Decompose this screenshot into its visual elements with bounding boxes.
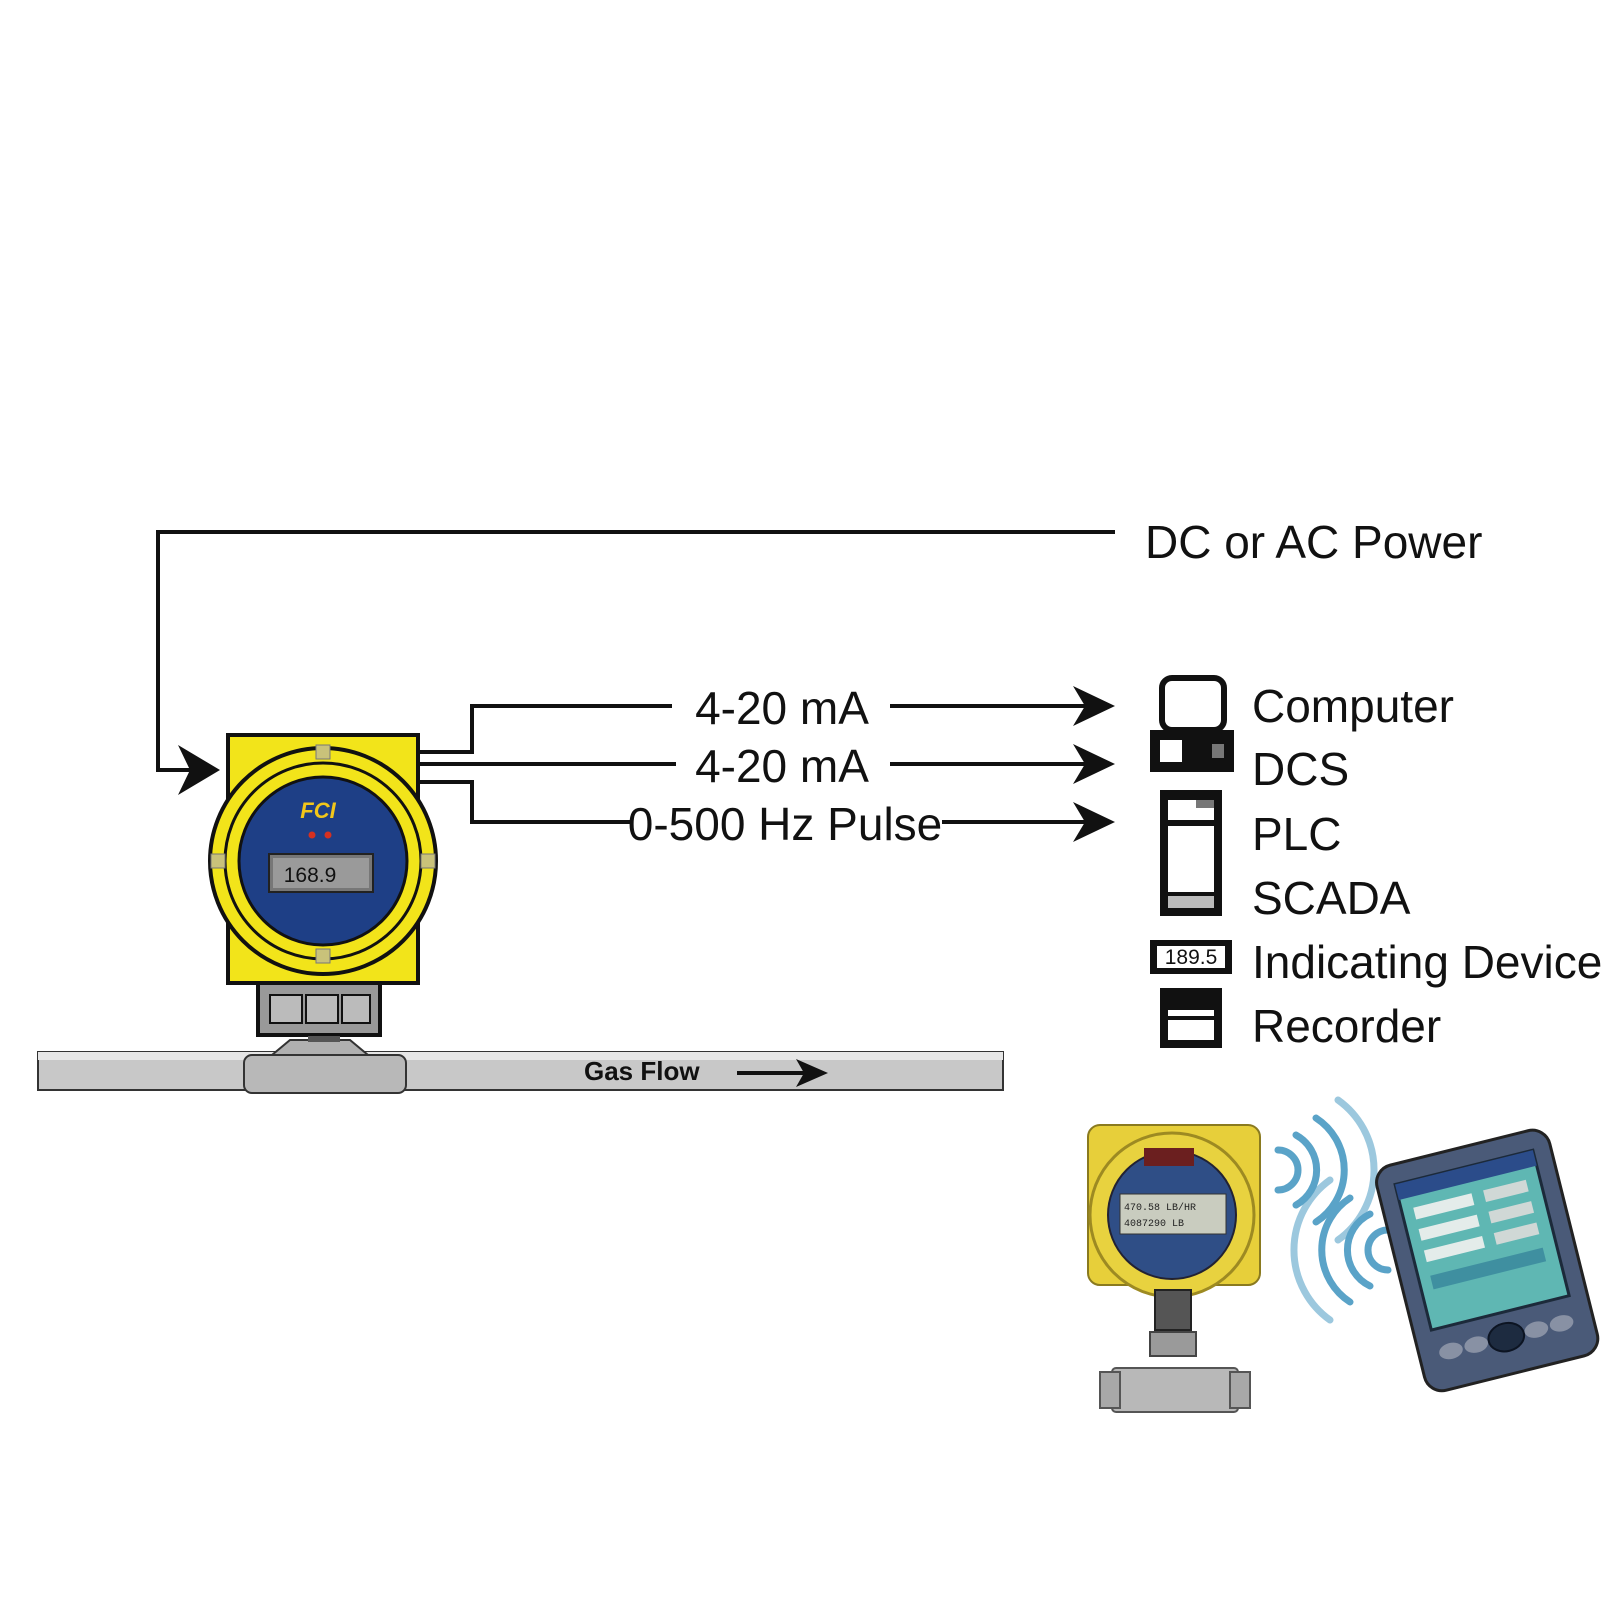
computer-icon	[1150, 675, 1234, 772]
signal-label-2: 4-20 mA	[695, 740, 869, 792]
meter-photo: 470.58 LB/HR 4087290 LB	[1087, 1124, 1261, 1413]
flow-transmitter: FCI 168.9	[208, 733, 438, 1037]
device-label-plc: PLC	[1252, 808, 1341, 860]
indicator-value: 189.5	[1165, 946, 1218, 969]
gas-flow-arrow	[737, 1059, 828, 1087]
device-label-recorder: Recorder	[1252, 1000, 1441, 1052]
device-label-dcs: DCS	[1252, 743, 1349, 795]
pda-photo	[1375, 1128, 1600, 1393]
gas-flow-label: Gas Flow	[584, 1056, 700, 1086]
wireless-signal-icon	[1274, 1096, 1392, 1324]
plc-icon	[1160, 790, 1222, 916]
signal-label-1: 4-20 mA	[695, 682, 869, 734]
signal-wires	[418, 686, 1115, 842]
recorder-icon	[1160, 988, 1222, 1048]
fci-logo: FCI	[300, 798, 336, 823]
power-wire	[156, 530, 1115, 795]
pipe	[37, 1036, 1004, 1094]
meter-screen-line-2: 4087290 LB	[1124, 1219, 1184, 1230]
device-label-computer: Computer	[1252, 680, 1454, 732]
power-label: DC or AC Power	[1145, 516, 1482, 568]
signal-label-3: 0-500 Hz Pulse	[628, 798, 943, 850]
device-label-indicating: Indicating Device	[1252, 936, 1602, 988]
transmitter-display: 168.9	[284, 864, 337, 887]
device-label-scada: SCADA	[1252, 872, 1411, 924]
meter-screen-line-1: 470.58 LB/HR	[1124, 1202, 1196, 1214]
indicator-icon: 189.5	[1150, 940, 1232, 974]
